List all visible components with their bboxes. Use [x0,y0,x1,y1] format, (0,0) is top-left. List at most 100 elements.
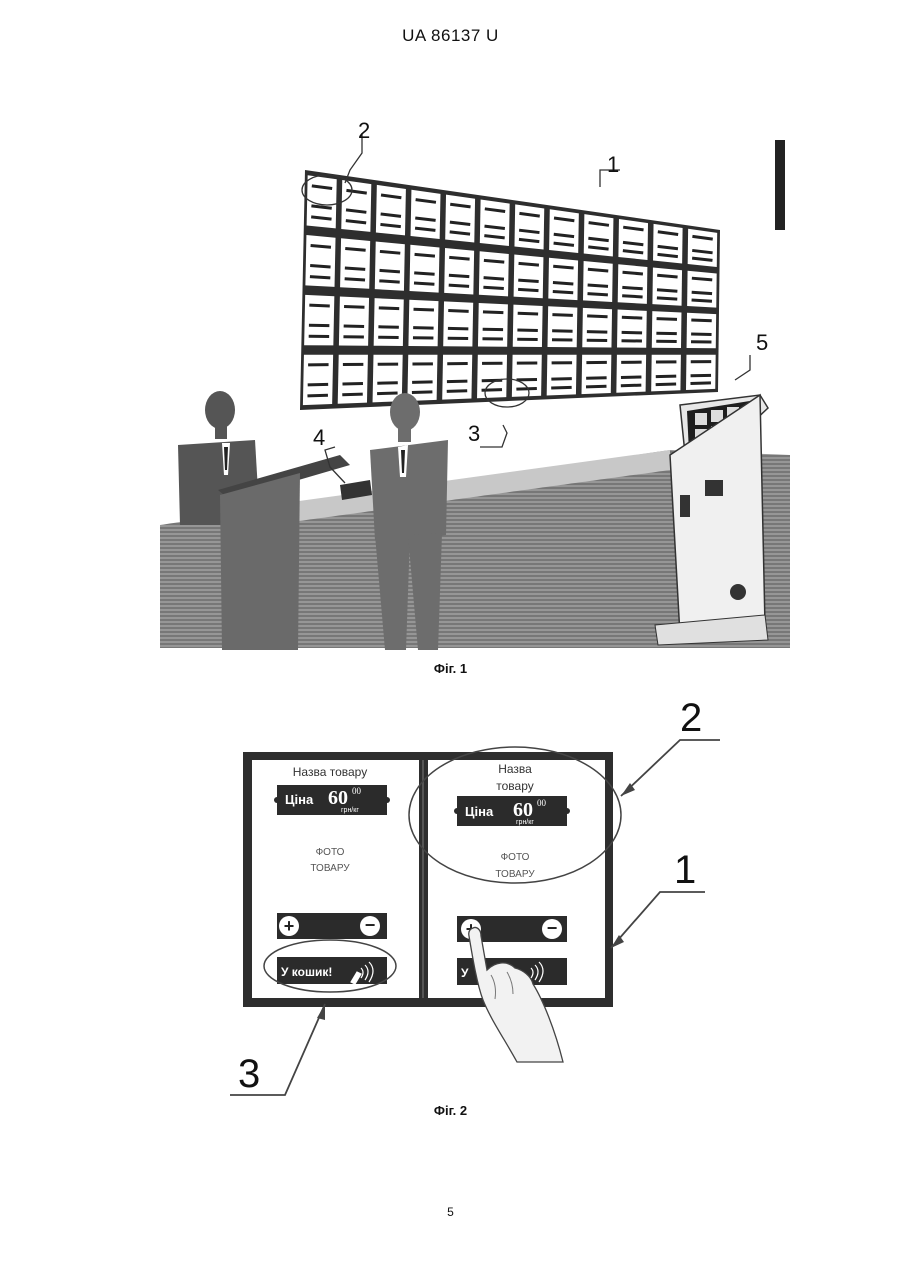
video-wall-panel-bar [379,281,399,282]
price-label-left: Ціна [285,792,314,807]
video-wall-panel-bar [345,279,365,280]
photo-label-right-1: ФОТО [501,852,530,863]
fig2-callout-3: 3 [238,1052,260,1097]
video-wall-panel [514,204,544,249]
photo-label-left-2: ТОВАРУ [310,863,350,874]
video-wall-panel-bar [310,266,330,267]
video-wall-panel-bar [690,383,710,384]
video-wall-panel-bar [656,384,676,385]
video-wall-panel [547,355,577,396]
callout-2: 2 [358,118,370,144]
cart-label-left: У кошик! [281,965,332,979]
video-wall-panel [305,235,335,287]
video-wall-panel [375,242,405,291]
video-wall-panel-bar [622,296,642,297]
price-cents-right: 00 [537,798,547,808]
video-wall-panel-bar [587,294,607,295]
video-wall-panel-bar [518,313,538,314]
figure-1-caption: Фіг. 1 [0,661,901,676]
video-wall-panel-bar [380,251,400,253]
video-wall-panel-bar [518,289,538,290]
patent-number: UA 86137 U [0,26,901,46]
product-name-right-1: Назва [498,762,532,776]
video-wall-panel-bar [379,308,399,309]
video-wall-panel-bar [449,275,469,276]
video-wall-panel [653,224,683,264]
price-unit-left: грн/кг [341,807,359,814]
video-wall-panel-bar [519,263,539,265]
price-value-right: 60 [513,799,533,821]
video-wall-panel-bar [587,316,607,317]
price-unit-right: грн/кг [516,819,534,826]
video-wall-panel [411,190,441,239]
video-wall-panel [652,268,682,306]
video-wall-panel-bar [553,266,573,268]
video-wall-panel-bar [307,395,327,396]
video-wall-panel-bar [552,315,572,316]
video-wall-panel [407,355,437,401]
video-wall-panel [376,185,406,236]
video-wall-panel-bar [692,292,712,293]
video-wall-panel [514,255,544,299]
video-wall-panel-bar [516,388,536,389]
price-plate-right: Ціна 60 00 грн/кг [454,796,570,826]
video-wall-panel [512,355,542,397]
cart-button-left[interactable]: У кошик! [277,957,387,984]
video-wall-panel-bar [657,275,677,277]
wall-display-edge [775,140,785,230]
video-wall-panel [480,200,510,246]
video-wall-panel-bar [309,305,329,306]
video-wall-panel-bar [448,311,468,312]
product-name-left: Назва товару [293,765,367,779]
video-wall-panel [445,195,475,243]
price-plate-left: Ціна 60 00 грн/кг [274,785,390,815]
callout-5: 5 [756,330,768,356]
video-wall-panel [303,355,333,405]
video-wall-panel [582,355,612,394]
video-wall-panel-bar [657,298,677,299]
video-wall-panel-bar [449,257,469,259]
video-wall-panel [618,264,648,304]
video-wall-panel-bar [415,254,435,256]
figure-2-caption: Фіг. 2 [0,1103,901,1118]
minus-icon: − [547,918,558,938]
video-wall-panel [686,355,716,390]
video-wall-panel [651,355,681,392]
video-wall-panel [338,355,368,404]
video-wall-panel [444,248,474,294]
callout-1: 1 [607,152,619,178]
video-wall-panel-bar [414,283,434,284]
video-wall-panel-bar [622,287,642,288]
video-wall-panel [618,219,648,260]
video-wall-panel-bar [484,260,504,262]
video-wall-panel [341,180,371,232]
video-wall-panel-bar [692,300,712,301]
video-wall-panel-bar [345,268,365,269]
video-wall-panel [409,245,439,293]
video-wall-panel-bar [588,285,608,286]
video-wall-panel-bar [692,278,712,280]
video-wall-panel-bar [342,394,362,395]
video-wall-panel [442,355,472,400]
video-wall-panel-bar [553,283,573,284]
photo-label-left-1: ФОТО [316,847,345,858]
video-wall-panel-bar [377,393,397,394]
video-wall-panel [549,209,579,253]
video-wall-panel [479,251,509,296]
video-wall-panel-bar [657,319,677,320]
video-wall-panel-bar [551,387,571,388]
quantity-bar-left[interactable]: + − [277,913,387,939]
fig2-callout-2: 2 [680,696,702,741]
video-wall-panel-bar [414,273,434,274]
video-wall-panel [548,258,578,300]
video-wall-panel-bar [691,320,711,321]
photo-label-right-2: ТОВАРУ [495,869,535,880]
fig2-callout-1: 1 [674,848,696,893]
video-wall-panel-bar [380,270,400,271]
price-label-right: Ціна [465,804,494,819]
video-wall-panel-bar [447,391,467,392]
video-wall-panel-bar [622,317,642,318]
video-wall-panel-bar [553,291,573,292]
video-wall-panel-bar [310,277,330,278]
video-wall-panel-bar [344,307,364,308]
